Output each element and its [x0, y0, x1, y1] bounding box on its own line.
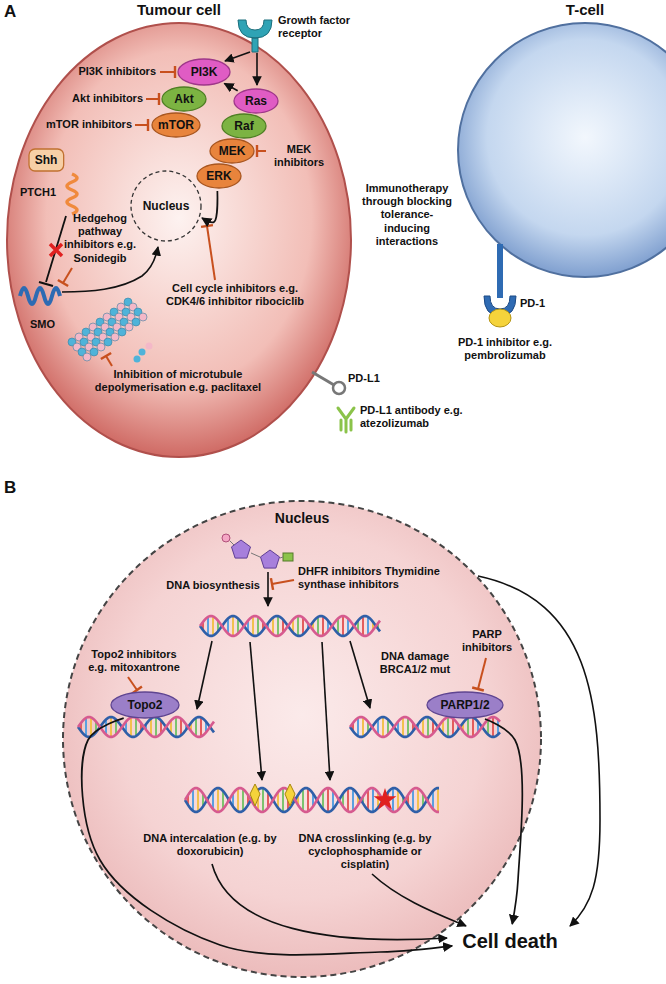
ligand-box: Shh: [28, 148, 65, 172]
annotation-label: Immunotherapy through blocking tolerance…: [358, 182, 456, 248]
node-outline: [457, 22, 666, 278]
pathway-arrow: [256, 53, 258, 85]
annotation-label: PI3K inhibitors: [56, 65, 156, 78]
node-label: Nucleus: [143, 197, 190, 215]
pathway-protein: Akt: [161, 86, 207, 112]
node-shape: [178, 59, 230, 85]
pathway-protein: Raf: [221, 113, 267, 139]
annotation-label: PARP inhibitors: [452, 628, 522, 654]
node-shape: [7, 23, 351, 457]
pd-1-symbol: [497, 244, 503, 298]
node-label: Ras: [245, 92, 267, 110]
annotation-label: SMO: [30, 318, 70, 331]
annotation-label: Hedgehog pathway inhibitors e.g. Sonideg…: [58, 212, 142, 265]
pathway-arrow: [267, 572, 269, 606]
annotation-label: PD-L1: [348, 372, 398, 385]
region-title: T-cell: [457, 1, 666, 19]
node-label: Akt: [174, 90, 193, 108]
node-shape: [29, 149, 64, 171]
annotation-label: Inhibition of microtubule depolymerisati…: [78, 368, 278, 394]
pathway-protein: ERK: [196, 163, 242, 189]
panel-letter: B: [4, 478, 24, 498]
enzyme-ellipse: PARP1/2: [426, 691, 504, 719]
ligand-symbol: [489, 309, 511, 327]
node-label: PI3K: [191, 63, 218, 81]
annotation-label: DNA damage BRCA1/2 mut: [375, 650, 455, 676]
node-label: PARP1/2: [440, 696, 489, 714]
node-shape: [458, 23, 666, 277]
pathway-protein: PI3K: [177, 58, 231, 86]
node-shape: [63, 501, 541, 977]
annotation-label: PD-1: [520, 297, 560, 310]
outcome-node: Cell death: [455, 927, 565, 955]
annotation-label: DNA intercalation (e.g. by doxorubicin): [140, 832, 280, 858]
pathway-protein: MEK: [209, 138, 255, 164]
t-cell: T-cell: [457, 22, 666, 278]
pd-l1-symbol: [312, 372, 334, 385]
annotation-label: mTOR inhibitors: [32, 118, 132, 131]
node-shape: [162, 87, 206, 111]
annotation-label: Growth factor receptor: [278, 14, 370, 40]
node-label: Topo2: [127, 696, 162, 714]
node-shape: [197, 164, 241, 188]
node-label: ERK: [206, 167, 231, 185]
node-shape: [131, 171, 201, 241]
region-title: Nucleus: [62, 509, 542, 527]
node-shape: [210, 139, 254, 163]
node-shape: [234, 89, 278, 113]
node-label: Shh: [35, 151, 58, 169]
node-label: Cell death: [462, 932, 558, 950]
node-label: Raf: [234, 117, 253, 135]
nucleus-outline: Nucleus: [130, 170, 202, 242]
panel-letter: A: [4, 2, 24, 22]
node-label: mTOR: [158, 116, 194, 134]
node-shape: [427, 692, 503, 718]
pathway-protein: Ras: [233, 88, 279, 114]
annotation-label: DHFR inhibitors Thymidine synthase inhib…: [298, 565, 480, 591]
node-shape: [152, 113, 200, 137]
pathway-protein: mTOR: [151, 112, 201, 138]
annotation-label: Cell cycle inhibitors e.g. CDK4/6 inhibi…: [165, 282, 305, 308]
enzyme-ellipse: Topo2: [110, 691, 180, 719]
antibody-symbol: [338, 408, 354, 432]
annotation-label: PD-1 inhibitor e.g. pembrolizumab: [430, 336, 580, 362]
node-shape: [111, 692, 179, 718]
annotation-label: PD-L1 antibody e.g. atezolizumab: [360, 404, 470, 430]
annotation-label: DNA biosynthesis: [150, 579, 260, 592]
annotation-label: DNA crosslinking (e.g. by cyclophosphami…: [290, 832, 440, 872]
annotation-label: PTCH1: [20, 186, 64, 199]
annotation-label: Topo2 inhibitors e.g. mitoxantrone: [84, 648, 184, 674]
annotation-label: Akt inhibitors: [43, 92, 143, 105]
node-label: MEK: [219, 142, 246, 160]
annotation-label: MEK inhibitors: [268, 143, 330, 169]
node-shape: [222, 114, 266, 138]
